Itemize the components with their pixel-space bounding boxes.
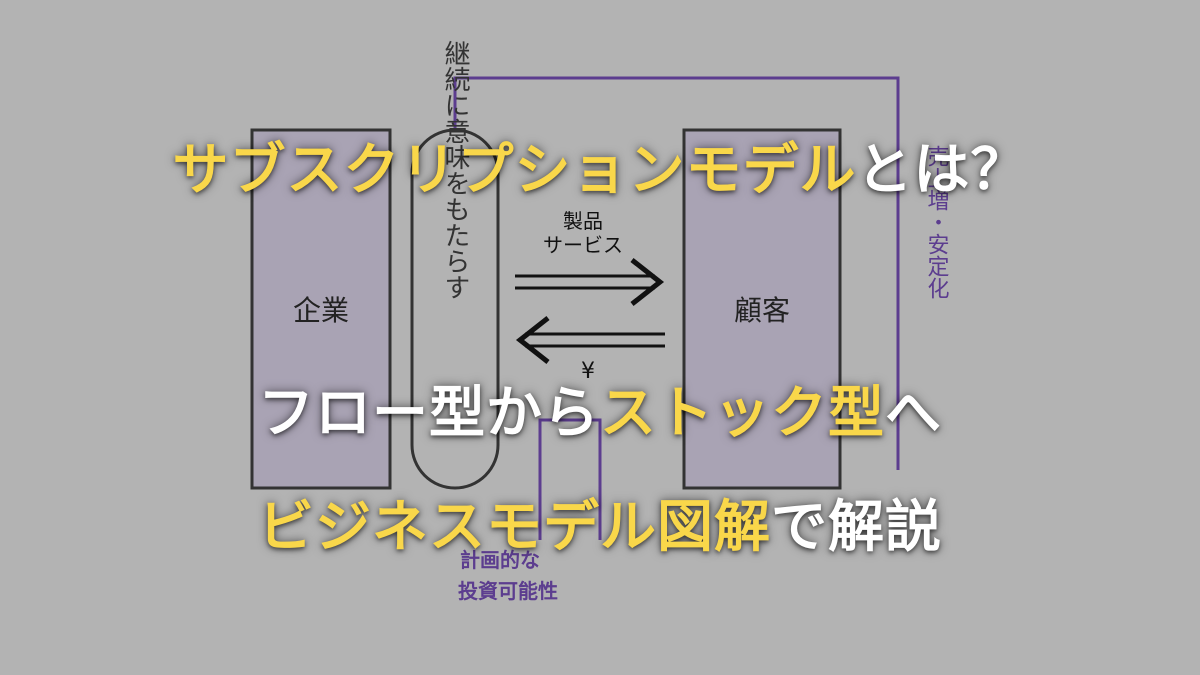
company-label: 企業	[293, 294, 349, 327]
customer-box	[682, 128, 842, 490]
continuity-label: 継続に意味をもたらす	[440, 40, 470, 300]
headline-3-highlight: ビジネスモデル図解	[258, 495, 771, 560]
headline-1-highlight: サブスクリプションモデル	[172, 138, 857, 203]
investment-label-line1: 計画的な	[460, 548, 540, 572]
headline-2-highlight: ストック型	[600, 381, 885, 446]
headline-2-end: へ	[885, 381, 942, 446]
sales-feedback-line	[453, 76, 900, 470]
investment-label-line2: 投資可能性	[458, 579, 558, 603]
company-box	[250, 128, 392, 490]
headline-1-rest: とは？	[856, 138, 1028, 203]
money-arrow	[515, 316, 665, 364]
customer-label: 顧客	[734, 294, 790, 327]
product-label-line1: 製品	[563, 209, 603, 233]
sales-label: 売上増・安定化	[924, 145, 950, 299]
continuity-box	[410, 128, 500, 490]
headline-line-1: サブスクリプションモデルとは？	[0, 125, 1200, 206]
headline-line-2: フロー型からストック型へ	[0, 368, 1200, 449]
headline-2-start: フロー型から	[258, 381, 600, 446]
product-label-line2: サービス	[543, 233, 623, 257]
money-label: ¥	[581, 359, 595, 384]
headline-line-3: ビジネスモデル図解で解説	[0, 482, 1200, 563]
product-arrow	[515, 258, 665, 306]
investment-feedback-line	[538, 418, 602, 540]
headline-3-rest: で解説	[771, 495, 942, 560]
